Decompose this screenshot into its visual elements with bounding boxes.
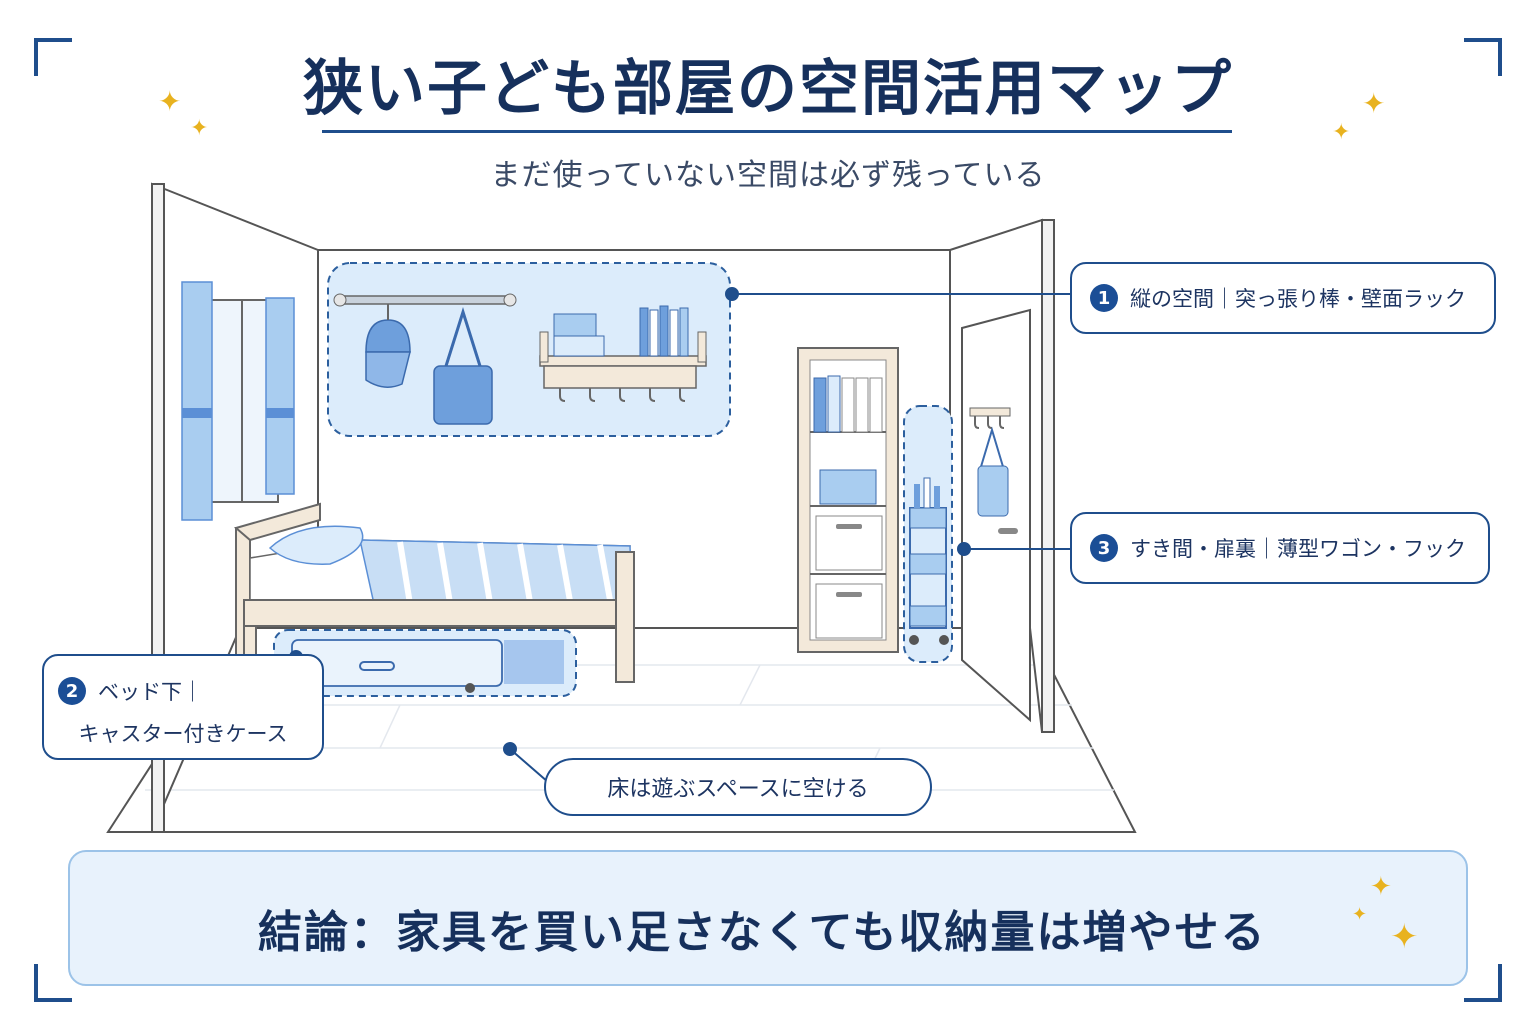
- wall-shelf-with-hooks: [539, 305, 707, 402]
- door-hanging-bag: [977, 465, 1009, 517]
- slim-wagon: [909, 477, 949, 645]
- curtain-left: [181, 281, 213, 521]
- sparkle-icon: ✦: [1390, 917, 1419, 957]
- callout-label: 床は遊ぶスペースに空ける: [607, 777, 869, 802]
- callout-under-bed: 2 ベッド下｜ キャスター付きケース: [42, 654, 324, 760]
- callout-floor-space: 床は遊ぶスペースに空ける: [544, 758, 932, 816]
- callout-vertical-space: 1 縦の空間｜突っ張り棒・壁面ラック: [1070, 262, 1496, 334]
- callout-label-line2: キャスター付きケース: [78, 722, 288, 746]
- sparkle-icon: ✦: [1370, 872, 1392, 902]
- pillow: [268, 525, 364, 565]
- title-underline: [322, 130, 1232, 133]
- sparkle-icon: ✦: [158, 85, 182, 118]
- sparkle-icon: ✦: [1362, 87, 1386, 120]
- corner-frame-bottom-left: [34, 964, 72, 1002]
- door: [961, 308, 1031, 723]
- corner-frame-top-right: [1464, 38, 1502, 76]
- callout-number-badge: 2: [58, 677, 86, 705]
- callout-number-badge: 1: [1090, 284, 1118, 312]
- cap: [365, 319, 411, 353]
- callout-number-badge: 3: [1090, 534, 1118, 562]
- conclusion-text: 結論：家具を買い足さなくても収納量は増やせる: [258, 907, 1267, 958]
- conclusion-banner: [68, 850, 1468, 986]
- callout-gap-door: 3 すき間・扉裏｜薄型ワゴン・フック: [1070, 512, 1490, 584]
- tension-rod-with-hat-and-bag: [333, 293, 517, 425]
- curtain-right: [265, 297, 295, 495]
- highlight-vertical-space: [327, 262, 731, 437]
- callout-label: すき間・扉裏｜薄型ワゴン・フック: [1130, 537, 1466, 561]
- corner-frame-top-left: [34, 38, 72, 76]
- bookshelf: [797, 347, 899, 653]
- highlight-gap-space: [903, 405, 953, 663]
- callout-label: 縦の空間｜突っ張り棒・壁面ラック: [1130, 287, 1466, 311]
- sparkle-icon: ✦: [1332, 120, 1351, 145]
- window: [181, 281, 295, 521]
- sparkle-icon: ✦: [190, 116, 209, 141]
- page-title: 狭い子ども部屋の空間活用マップ: [303, 54, 1233, 124]
- bed: [233, 502, 635, 685]
- tote-bag: [433, 365, 493, 425]
- callout-label-line1: ベッド下｜: [98, 680, 203, 704]
- corner-frame-bottom-right: [1464, 964, 1502, 1002]
- page-subtitle: まだ使っていない空間は必ず残っている: [490, 158, 1046, 193]
- sparkle-icon: ✦: [1352, 904, 1368, 925]
